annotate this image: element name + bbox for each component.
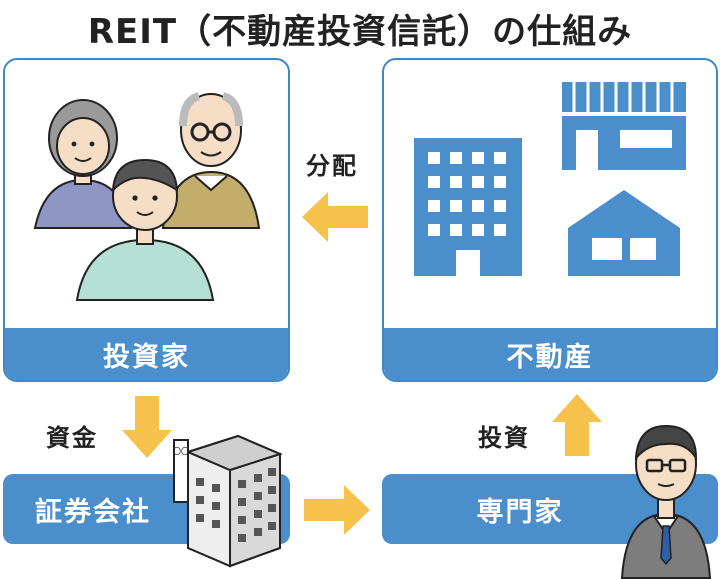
- expert-figure: [620, 424, 712, 579]
- store-icon: [562, 82, 686, 170]
- funds-label: 資金: [46, 424, 98, 452]
- child-figure: [75, 158, 215, 301]
- flow-right-arrow-icon: [304, 485, 370, 535]
- real-estate-illustration: [414, 82, 686, 276]
- investment-arrow-icon: [552, 394, 602, 456]
- diagram-title: REIT（不動産投資信託）の仕組み: [87, 12, 633, 52]
- real-estate-label: 不動産: [384, 328, 716, 380]
- investors-label: 投資家: [5, 328, 288, 380]
- house-icon: [568, 190, 680, 276]
- real-estate-panel: 不動産: [382, 58, 718, 382]
- funds-arrow-icon: [122, 396, 172, 458]
- investment-label: 投資: [478, 424, 530, 452]
- securities-building-icon: 〇〇: [173, 434, 283, 568]
- securities-company-label: 証券会社: [35, 496, 151, 528]
- distribution-arrow-icon: [302, 192, 368, 242]
- grandfather-figure: [161, 92, 261, 229]
- building-sign-text: 〇〇: [173, 447, 189, 456]
- grandmother-figure: [33, 99, 133, 229]
- expert-label: 専門家: [476, 496, 564, 528]
- office-building-icon: [414, 138, 522, 276]
- investors-illustration: [33, 92, 261, 301]
- distribution-label: 分配: [306, 152, 358, 180]
- investors-panel: 投資家: [3, 58, 290, 382]
